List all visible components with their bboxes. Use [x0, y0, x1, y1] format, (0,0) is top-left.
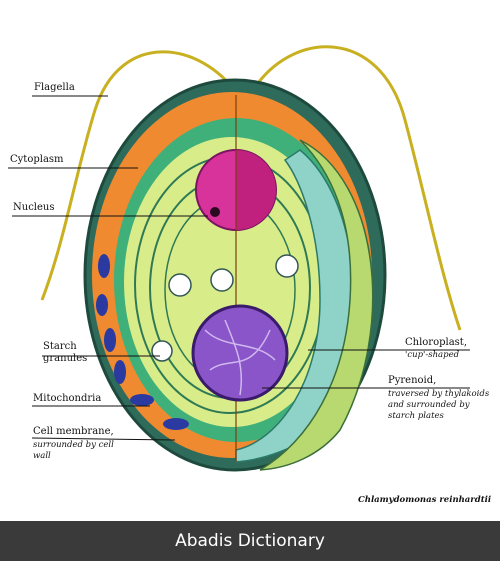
- mitochondrion: [96, 294, 108, 316]
- mitochondrion: [163, 418, 189, 430]
- leader-cell-membrane: [31, 437, 176, 441]
- mitochondrion: [130, 394, 154, 406]
- label-mitochondria: Mitochondria: [33, 393, 102, 404]
- label-chloroplast: Chloroplast,: [405, 337, 468, 348]
- flagellum-left: [40, 50, 240, 301]
- label-cytoplasm: Cytoplasm: [10, 154, 64, 165]
- pyrenoid: [191, 304, 289, 402]
- starch-granule: [210, 268, 234, 292]
- starch-granule: [275, 254, 299, 278]
- pyrenoid-thylakoid: [204, 319, 276, 396]
- footer-brand[interactable]: Abadis Dictionary: [175, 531, 325, 551]
- mitochondrion: [114, 360, 126, 384]
- label-cell-membrane: Cell membrane,: [33, 426, 114, 437]
- label-cell-membrane-sub: surrounded by cell: [33, 440, 114, 450]
- label-nucleus: Nucleus: [13, 202, 55, 213]
- mitochondrion: [98, 254, 110, 278]
- label-granules: granules: [43, 353, 88, 364]
- label-chloroplast-sub: 'cup'-shaped: [405, 350, 460, 360]
- label-cell-membrane-sub2: wall: [33, 451, 51, 461]
- footer-bar: Abadis Dictionary: [0, 521, 500, 561]
- flagellum-right: [250, 45, 462, 331]
- starch-granule: [151, 340, 173, 362]
- starch-granule: [168, 273, 192, 297]
- mitochondrion: [104, 328, 116, 352]
- nucleus-cut: [236, 150, 276, 230]
- label-pyrenoid-sub3: starch plates: [388, 411, 444, 421]
- label-pyrenoid-sub1: traversed by thylakoids: [388, 389, 490, 399]
- label-pyrenoid-sub2: and surrounded by: [388, 400, 470, 410]
- nucleolus: [210, 207, 220, 217]
- label-pyrenoid: Pyrenoid,: [388, 375, 437, 386]
- cell-illustration: [8, 45, 470, 472]
- label-starch: Starch: [43, 341, 77, 352]
- species-caption: Chlamydomonas reinhardtii: [358, 495, 492, 505]
- label-flagella: Flagella: [34, 82, 75, 93]
